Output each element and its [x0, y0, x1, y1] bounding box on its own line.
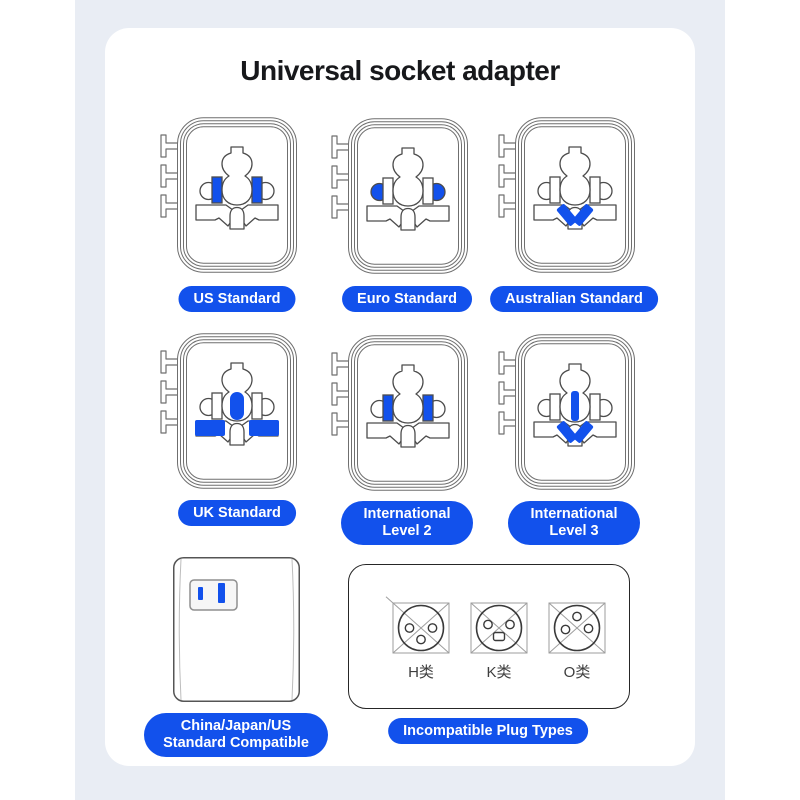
socket-us-standard: [160, 117, 298, 273]
plug-type-o-label: O类: [563, 664, 591, 681]
label-incompatible-plug-types: Incompatible Plug Types: [388, 718, 588, 744]
label-us-standard: US Standard: [178, 286, 296, 312]
label-international-level-3: International Level 3: [508, 501, 640, 545]
plug-type-h-label: H类: [408, 664, 434, 681]
crossed-socket-h-icon: [385, 596, 450, 654]
page-title: Universal socket adapter: [240, 55, 560, 86]
socket-euro-standard: [331, 118, 469, 274]
plug-type-k-label: K类: [486, 664, 512, 681]
socket-diagram-uk: [160, 333, 298, 489]
socket-diagram-us: [160, 117, 298, 273]
plug-type-o: O类: [546, 602, 608, 682]
outlet-pin-right: [218, 583, 225, 603]
label-euro-standard: Euro Standard: [342, 286, 472, 312]
socket-australian-standard: [498, 117, 636, 273]
socket-uk-standard: [160, 333, 298, 489]
crossed-socket-k-icon: [470, 602, 528, 654]
socket-diagram-intl3: [498, 334, 636, 490]
us-outlet-plate: [189, 579, 238, 611]
label-uk-standard: UK Standard: [178, 500, 296, 526]
socket-international-level-2: [331, 335, 469, 491]
socket-diagram-intl2: [331, 335, 469, 491]
label-china-japan-us: China/Japan/US Standard Compatible: [144, 713, 328, 757]
plug-type-h: H类: [385, 596, 452, 682]
plug-type-k: K类: [468, 602, 530, 682]
incompatible-plug-types-box: H类 K类 O类: [348, 564, 630, 709]
outlet-pin-left: [198, 587, 203, 600]
socket-diagram-australian: [498, 117, 636, 273]
label-australian-standard: Australian Standard: [490, 286, 658, 312]
socket-international-level-3: [498, 334, 636, 490]
label-international-level-2: International Level 2: [341, 501, 473, 545]
adapter-illustration: [173, 557, 300, 702]
socket-diagram-euro: [331, 118, 469, 274]
crossed-socket-o-icon: [548, 602, 606, 654]
infographic-card: Universal socket adapter US Standard Eur…: [105, 28, 695, 766]
